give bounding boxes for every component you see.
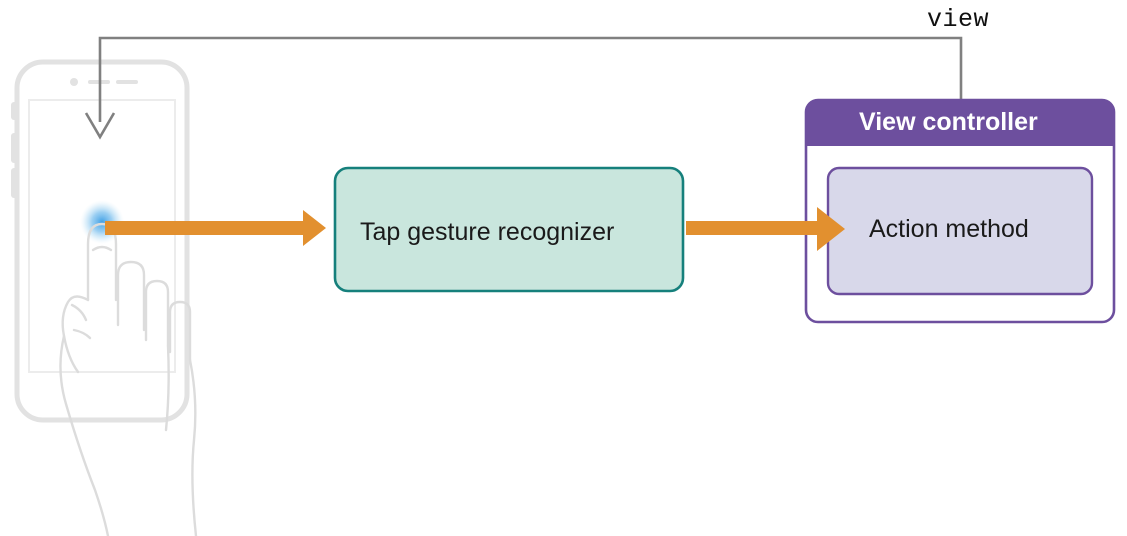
orange-arrow-recognizer-to-action	[686, 207, 845, 251]
view-controller-node[interactable]	[804, 98, 1116, 324]
phone-volume-up-button	[11, 133, 18, 163]
action-method-label: Action method	[869, 215, 1029, 243]
phone-camera-icon	[70, 78, 78, 86]
tap-gesture-recognizer-label: Tap gesture recognizer	[360, 218, 615, 246]
gray-arrow-view-to-phone	[84, 36, 963, 140]
phone-volume-down-button	[11, 168, 18, 198]
iphone-illustration	[11, 59, 198, 536]
phone-speaker-slot-2	[116, 80, 138, 84]
tap-gesture-recognizer-node[interactable]	[333, 166, 685, 293]
hand-illustration	[59, 222, 198, 536]
view-controller-title: View controller	[859, 108, 1038, 136]
view-connector-label: view	[927, 5, 990, 34]
phone-silent-switch	[11, 102, 18, 120]
orange-arrow-touch-to-recognizer	[105, 210, 326, 246]
orange-arrowhead-overlay	[786, 207, 845, 251]
